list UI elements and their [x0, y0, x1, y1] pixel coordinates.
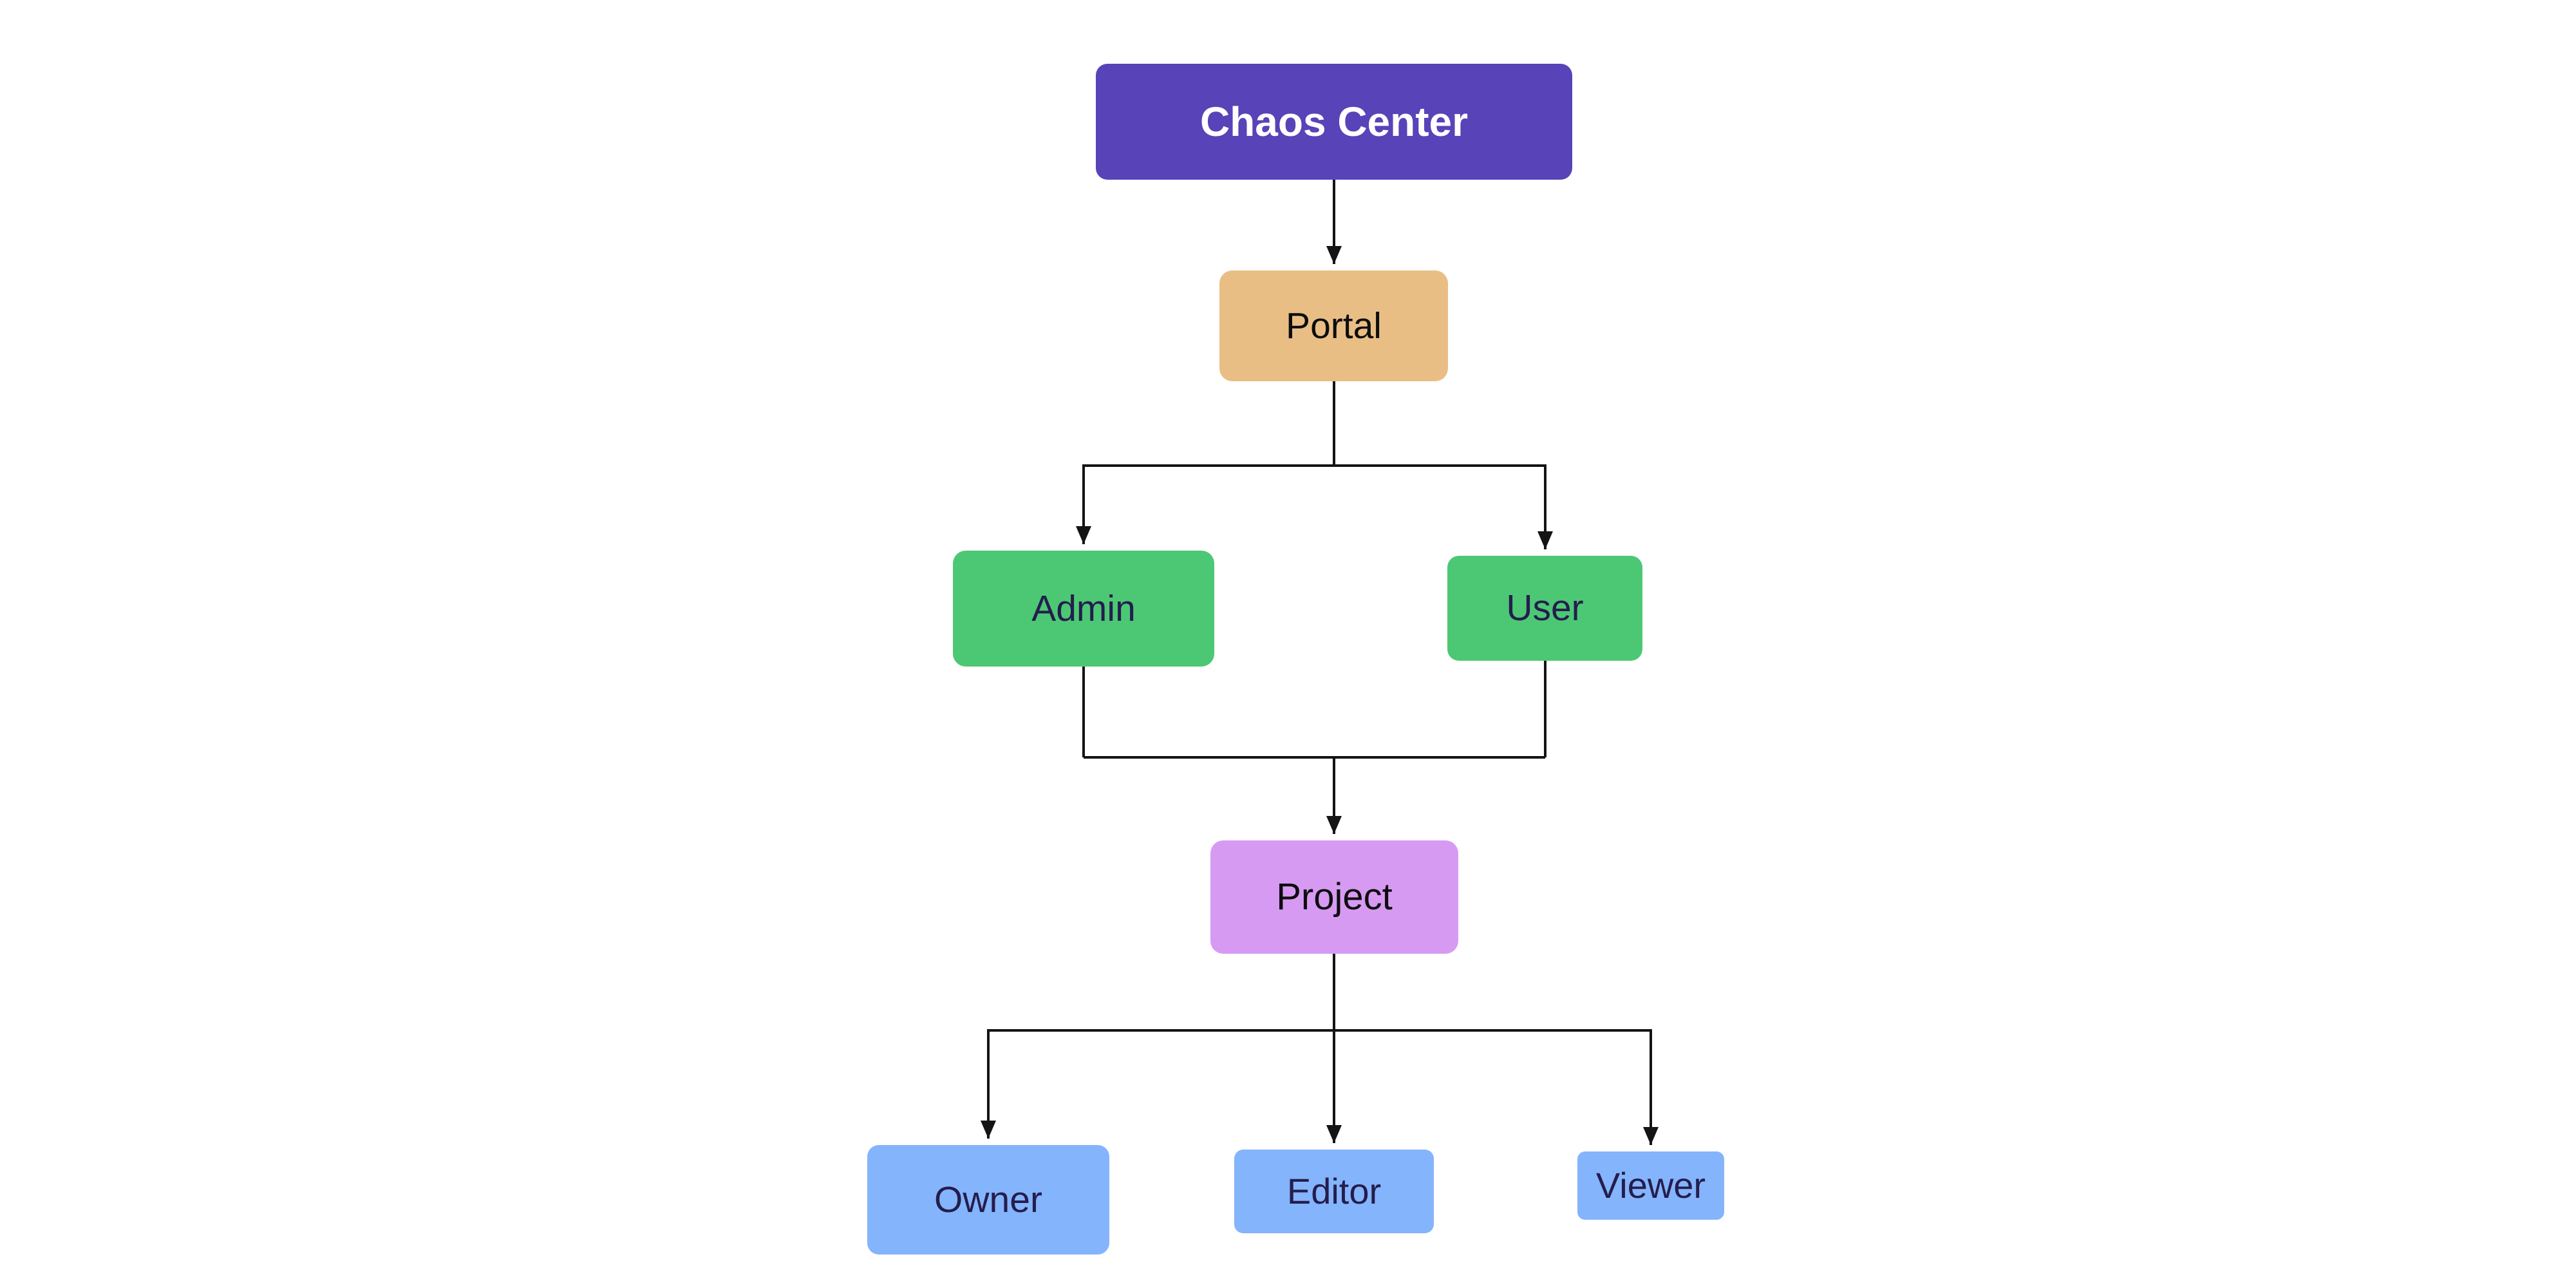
connector-project-to-viewer: [1334, 1029, 1652, 1145]
node-editor: Editor: [1234, 1150, 1434, 1233]
node-project: Project: [1210, 840, 1458, 954]
connector-project-to-owner: [987, 1029, 1334, 1139]
connector-portal-to-admin: [1082, 381, 1335, 544]
node-admin: Admin: [953, 551, 1214, 667]
node-chaos-center: Chaos Center: [1096, 64, 1572, 180]
node-user: User: [1447, 556, 1642, 661]
node-portal: Portal: [1219, 270, 1448, 381]
arrowhead-portal-to-admin: [1076, 526, 1091, 544]
node-owner: Owner: [867, 1145, 1109, 1255]
arrowhead-portal-to-user: [1537, 531, 1553, 549]
arrowhead-chaos-center-to-portal: [1326, 246, 1342, 264]
arrowhead-merge-to-project: [1326, 816, 1342, 834]
node-viewer: Viewer: [1577, 1151, 1724, 1220]
arrowhead-project-to-viewer: [1643, 1127, 1659, 1145]
arrowhead-project-to-owner: [981, 1121, 996, 1139]
connector-portal-to-user: [1334, 464, 1547, 549]
arrowhead-project-to-editor: [1326, 1125, 1342, 1143]
